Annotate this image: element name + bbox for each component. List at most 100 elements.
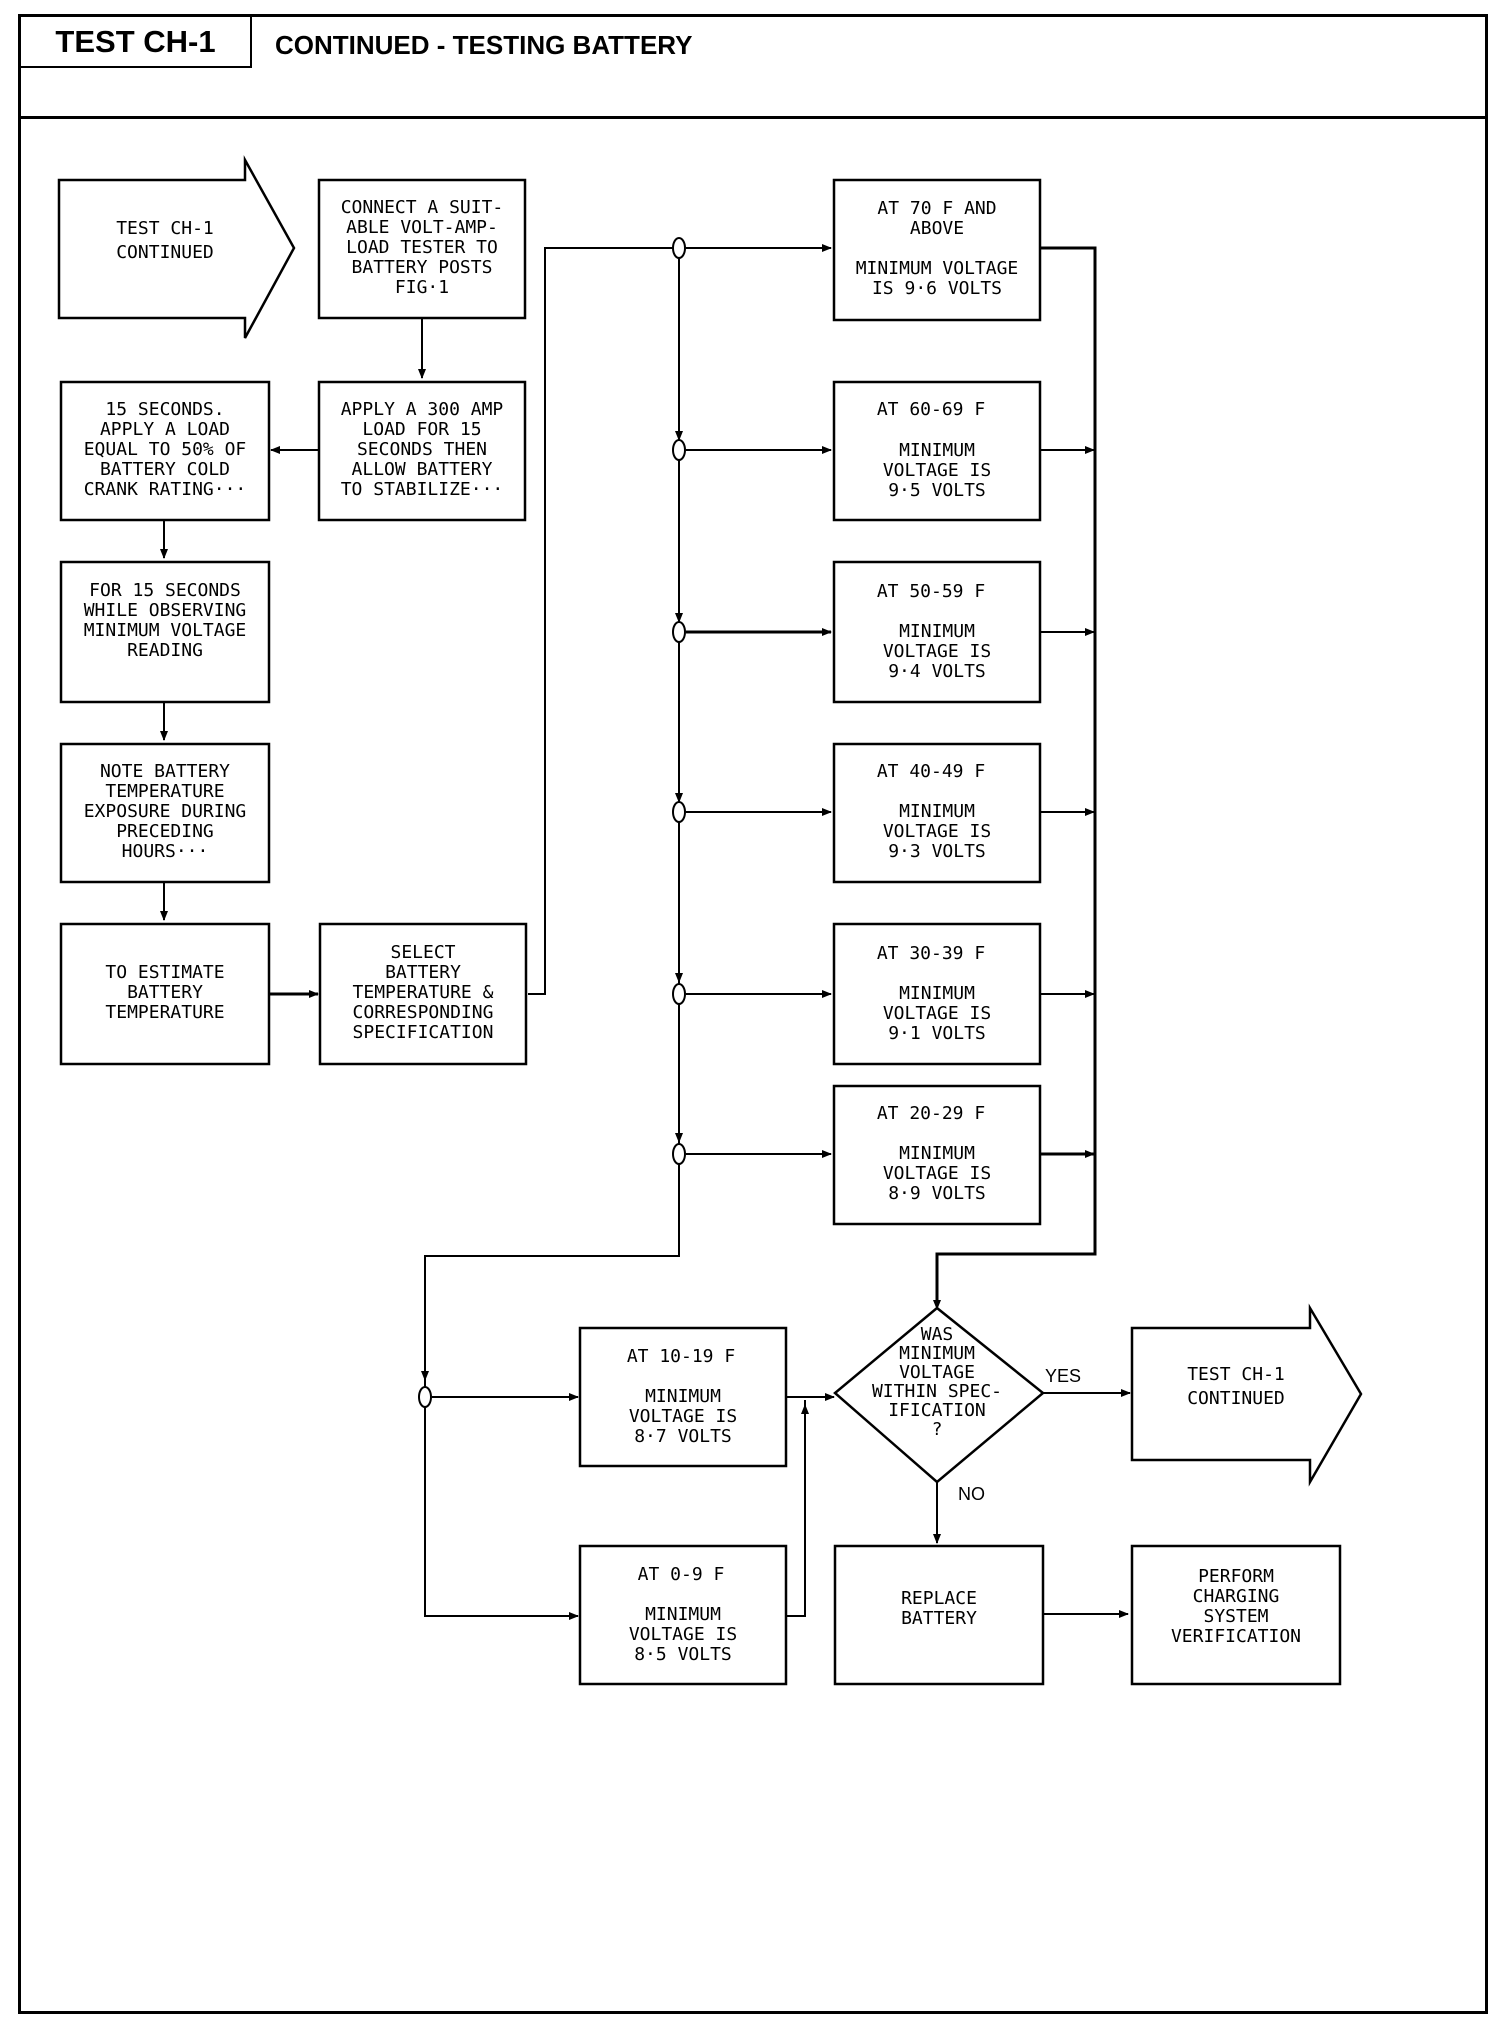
temp-box-10-19: AT 10-19 F MINIMUM VOLTAGE IS 8·7 VOLTS bbox=[578, 1326, 788, 1468]
step-text: MINIMUM VOLTAGE bbox=[84, 620, 247, 641]
junction-nodes bbox=[418, 237, 686, 1408]
temp-box-50-59: AT 50-59 F MINIMUM VOLTAGE IS 9·4 VOLTS bbox=[832, 560, 1042, 704]
step-text: REPLACE bbox=[901, 1588, 977, 1609]
step-text: TEMPERATURE bbox=[105, 781, 224, 802]
step-text: CORRESPONDING bbox=[353, 1002, 494, 1023]
decision-within-spec: WAS MINIMUM VOLTAGE WITHIN SPEC- IFICATI… bbox=[833, 1306, 1045, 1484]
step-apply-300-amp: APPLY A 300 AMP LOAD FOR 15 SECONDS THEN… bbox=[317, 380, 527, 522]
temp-spec: VOLTAGE IS bbox=[883, 641, 991, 662]
step-text: TEMPERATURE bbox=[105, 1002, 224, 1023]
step-text: SECONDS THEN bbox=[357, 439, 487, 460]
temp-range: AT 70 F AND bbox=[877, 198, 996, 219]
step-text: ABLE VOLT-AMP- bbox=[346, 217, 498, 238]
step-text: BATTERY bbox=[127, 982, 203, 1003]
yes-label: YES bbox=[1045, 1366, 1081, 1386]
temp-range: AT 0-9 F bbox=[638, 1564, 725, 1585]
temp-spec: IS 9·6 VOLTS bbox=[872, 278, 1002, 299]
temp-spec: MINIMUM bbox=[899, 1143, 975, 1164]
step-apply-50-percent: 15 SECONDS. APPLY A LOAD EQUAL TO 50% OF… bbox=[59, 380, 271, 522]
temp-spec: MINIMUM bbox=[899, 801, 975, 822]
temp-box-40-49: AT 40-49 F MINIMUM VOLTAGE IS 9·3 VOLTS bbox=[832, 742, 1042, 884]
step-text: APPLY A LOAD bbox=[100, 419, 230, 440]
step-note-temperature: NOTE BATTERY TEMPERATURE EXPOSURE DURING… bbox=[59, 742, 271, 884]
step-text: HOURS··· bbox=[122, 841, 209, 862]
step-text: CHARGING bbox=[1193, 1586, 1280, 1607]
temp-range: AT 30-39 F bbox=[877, 943, 985, 964]
temp-spec: 8·5 VOLTS bbox=[634, 1644, 732, 1665]
temp-spec: VOLTAGE IS bbox=[883, 821, 991, 842]
temp-spec: 9·1 VOLTS bbox=[888, 1023, 986, 1044]
decision-text: IFICATION bbox=[888, 1400, 986, 1421]
step-text: BATTERY COLD bbox=[100, 459, 230, 480]
step-text: FIG·1 bbox=[395, 277, 449, 298]
step-text: NOTE BATTERY bbox=[100, 761, 230, 782]
step-text: BATTERY bbox=[385, 962, 461, 983]
step-select-specification: SELECT BATTERY TEMPERATURE & CORRESPONDI… bbox=[318, 922, 528, 1066]
test-code-tab: TEST CH-1 bbox=[21, 17, 252, 68]
end-arrow: TEST CH-1 CONTINUED bbox=[1130, 1303, 1363, 1487]
temp-spec: VOLTAGE IS bbox=[883, 1003, 991, 1024]
decision-text: WITHIN SPEC- bbox=[872, 1381, 1002, 1402]
step-text: FOR 15 SECONDS bbox=[89, 580, 241, 601]
page-frame bbox=[18, 14, 1488, 2014]
no-label: NO bbox=[958, 1484, 985, 1504]
step-text: PERFORM bbox=[1198, 1566, 1274, 1587]
temp-spec: MINIMUM bbox=[645, 1386, 721, 1407]
temp-spec: MINIMUM VOLTAGE bbox=[856, 258, 1019, 279]
temp-spec: MINIMUM bbox=[645, 1604, 721, 1625]
connectors bbox=[160, 244, 1131, 1620]
step-text: WHILE OBSERVING bbox=[84, 600, 247, 621]
junction-node bbox=[672, 801, 686, 823]
temp-range: AT 40-49 F bbox=[877, 761, 985, 782]
start-arrow: TEST CH-1 CONTINUED bbox=[57, 155, 296, 339]
temp-spec: VOLTAGE IS bbox=[629, 1624, 737, 1645]
step-text: CONNECT A SUIT- bbox=[341, 197, 504, 218]
step-text: ALLOW BATTERY bbox=[352, 459, 493, 480]
junction-node bbox=[672, 1143, 686, 1165]
temp-spec: MINIMUM bbox=[899, 621, 975, 642]
step-text: LOAD TESTER TO bbox=[346, 237, 498, 258]
temp-spec: VOLTAGE IS bbox=[883, 1163, 991, 1184]
end-label-line: CONTINUED bbox=[1187, 1388, 1285, 1409]
decision-text: WAS bbox=[921, 1324, 954, 1345]
decision-text: VOLTAGE bbox=[899, 1362, 975, 1383]
end-label-line: TEST CH-1 bbox=[1187, 1364, 1285, 1385]
step-estimate-temperature: TO ESTIMATE BATTERY TEMPERATURE bbox=[59, 922, 271, 1066]
temp-range: AT 60-69 F bbox=[877, 399, 985, 420]
step-perform-verification: PERFORM CHARGING SYSTEM VERIFICATION bbox=[1130, 1544, 1342, 1686]
page-title: CONTINUED - TESTING BATTERY bbox=[275, 30, 693, 60]
step-text: TO ESTIMATE bbox=[105, 962, 224, 983]
temp-box-60-69: AT 60-69 F MINIMUM VOLTAGE IS 9·5 VOLTS bbox=[832, 380, 1042, 522]
step-replace-battery: REPLACE BATTERY bbox=[833, 1544, 1045, 1686]
step-text: BATTERY bbox=[901, 1608, 977, 1629]
step-text: READING bbox=[127, 640, 203, 661]
step-text: VERIFICATION bbox=[1171, 1626, 1301, 1647]
step-text: EXPOSURE DURING bbox=[84, 801, 247, 822]
start-label-line: TEST CH-1 bbox=[116, 218, 214, 239]
step-text: CRANK RATING··· bbox=[84, 479, 247, 500]
temp-range: ABOVE bbox=[910, 218, 964, 239]
decision-text: ? bbox=[932, 1419, 943, 1440]
temp-spec: VOLTAGE IS bbox=[883, 460, 991, 481]
temp-spec: 8·7 VOLTS bbox=[634, 1426, 732, 1447]
step-text: TEMPERATURE & bbox=[353, 982, 494, 1003]
temp-range: AT 10-19 F bbox=[627, 1346, 735, 1367]
junction-node bbox=[418, 1386, 432, 1408]
step-text: EQUAL TO 50% OF bbox=[84, 439, 247, 460]
junction-node bbox=[672, 237, 686, 259]
temp-spec: 9·4 VOLTS bbox=[888, 661, 986, 682]
step-text: LOAD FOR 15 bbox=[362, 419, 481, 440]
step-text: 15 SECONDS. bbox=[105, 399, 224, 420]
step-text: SELECT bbox=[390, 942, 455, 963]
temp-range: AT 50-59 F bbox=[877, 581, 985, 602]
junction-node bbox=[672, 439, 686, 461]
temp-spec: MINIMUM bbox=[899, 983, 975, 1004]
step-text: SPECIFICATION bbox=[353, 1022, 494, 1043]
step-text: PRECEDING bbox=[116, 821, 214, 842]
temp-spec: 9·3 VOLTS bbox=[888, 841, 986, 862]
start-label-line: CONTINUED bbox=[116, 242, 214, 263]
decision-text: MINIMUM bbox=[899, 1343, 975, 1364]
temp-spec: MINIMUM bbox=[899, 440, 975, 461]
step-text: APPLY A 300 AMP bbox=[341, 399, 504, 420]
